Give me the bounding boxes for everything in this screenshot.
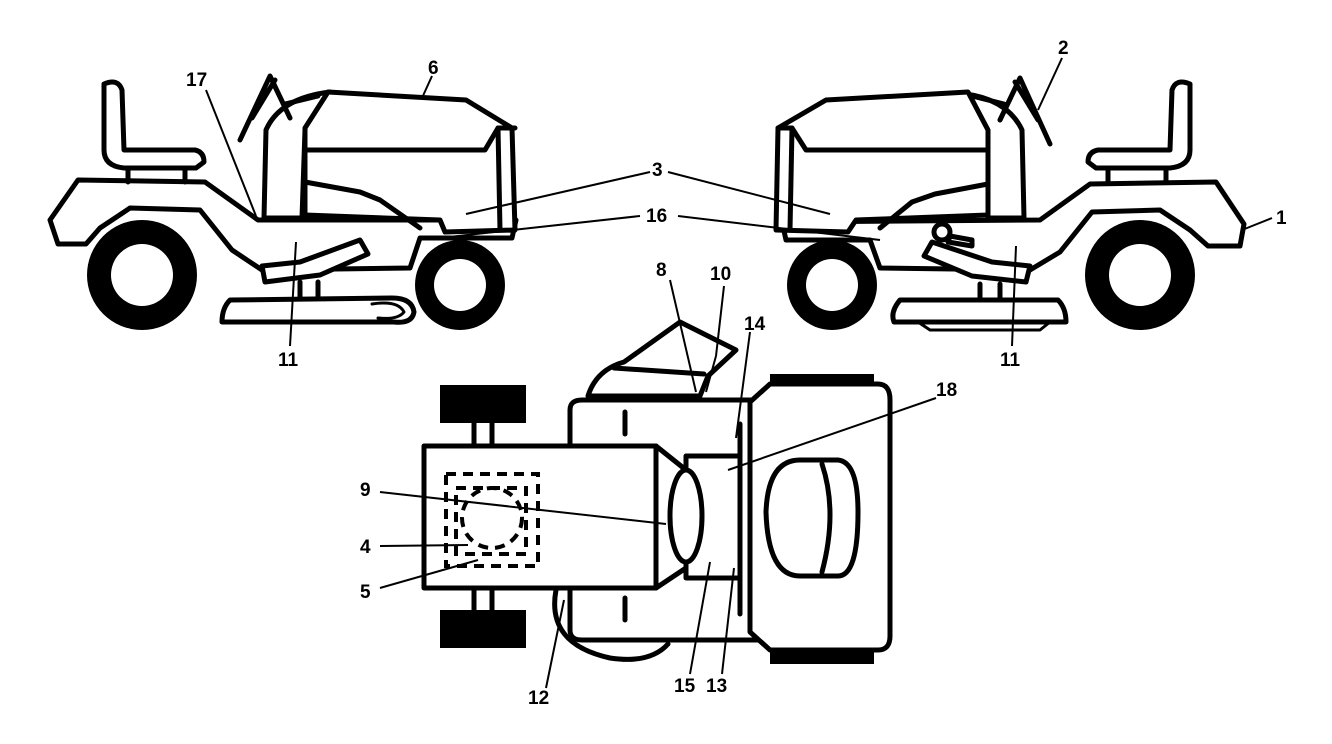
right-mower-deck (890, 281, 1069, 332)
top-right-rear-tire (440, 610, 526, 648)
top-view-tractor (421, 319, 893, 664)
top-left-rear-tire (440, 385, 526, 423)
callout-labels: 1 2 3 4 5 6 8 9 10 11 11 12 13 14 15 16 … (186, 38, 1287, 709)
callout-9: 9 (360, 480, 371, 501)
callout-14: 14 (744, 314, 766, 335)
callout-1: 1 (1276, 208, 1287, 229)
right-lift-lever-knob (931, 221, 953, 243)
callout-13: 13 (706, 676, 727, 697)
collection-hose (552, 587, 671, 662)
right-rear-wheel (1085, 220, 1195, 330)
callout-2: 2 (1058, 38, 1069, 59)
left-front-wheel (415, 240, 505, 330)
callout-10: 10 (710, 264, 731, 285)
callout-3: 3 (652, 160, 663, 181)
callout-15: 15 (674, 676, 696, 697)
right-front-wheel (787, 240, 877, 330)
callout-12: 12 (528, 688, 549, 709)
callout-11-left: 11 (278, 350, 299, 371)
left-side-view-tractor (47, 73, 519, 330)
left-seat (101, 79, 207, 171)
discharge-chute (585, 319, 739, 399)
dashed-fuel-cap (460, 486, 524, 550)
callout-17: 17 (186, 70, 207, 91)
top-steering-wheel (667, 467, 705, 565)
left-mower-deck (219, 279, 417, 325)
top-front-tire-bottom (770, 650, 874, 664)
right-hood (773, 89, 991, 235)
dashed-battery-outline (444, 472, 540, 568)
callout-5: 5 (360, 582, 371, 603)
leader-lines (205, 57, 1273, 689)
callout-4: 4 (360, 537, 371, 558)
left-rear-wheel (87, 220, 197, 330)
right-seat (1085, 79, 1193, 171)
callout-11-right: 11 (1000, 350, 1021, 371)
callout-16: 16 (646, 206, 667, 227)
right-footrest (921, 239, 1033, 285)
left-footrest (259, 237, 371, 285)
callout-6: 6 (428, 58, 439, 79)
callout-8: 8 (656, 260, 667, 281)
right-side-view-tractor (773, 75, 1247, 332)
callout-18: 18 (936, 380, 957, 401)
top-grille (763, 457, 861, 579)
